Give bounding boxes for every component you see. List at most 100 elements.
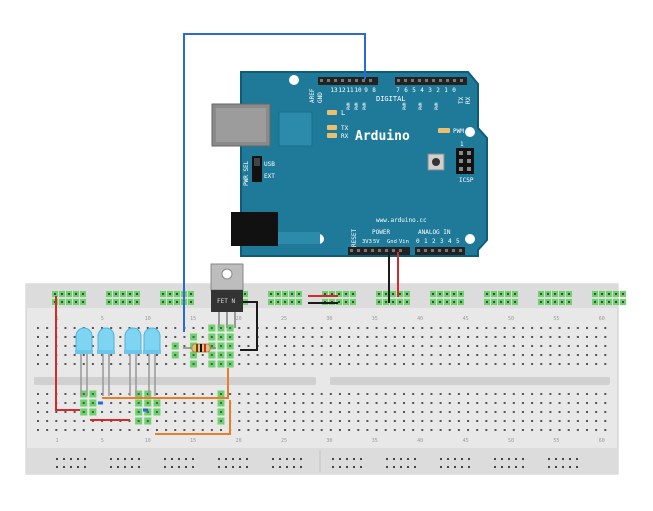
strip-hole	[448, 345, 451, 347]
icsp-pin	[459, 167, 463, 171]
strip-hole	[457, 354, 460, 356]
header-pin	[417, 249, 420, 252]
strip-hole	[375, 393, 378, 395]
rail-hole	[129, 301, 131, 303]
wire-red-left	[55, 296, 80, 411]
strip-hole	[110, 363, 113, 365]
analog-pin-label: 0	[416, 238, 420, 245]
strip-hole	[521, 393, 524, 395]
blue-led	[97, 327, 115, 396]
strip-hole	[37, 402, 39, 404]
strip-hole	[91, 393, 94, 395]
strip-hole	[329, 327, 332, 329]
strip-hole	[201, 420, 204, 422]
strip-hole	[311, 420, 314, 422]
pin-number: 10	[354, 87, 362, 94]
strip-hole	[439, 354, 442, 356]
rail-hole	[353, 466, 355, 468]
strip-hole	[82, 411, 85, 413]
strip-hole	[540, 429, 543, 431]
rail-hole	[277, 293, 279, 295]
strip-hole	[137, 402, 140, 404]
header-pin	[392, 249, 395, 252]
column-number-top: 30	[326, 316, 332, 322]
rail-hole	[392, 301, 394, 303]
mounting-hole	[465, 127, 475, 137]
strip-hole	[457, 363, 460, 365]
strip-hole	[37, 327, 39, 329]
strip-hole	[586, 429, 588, 431]
rail-hole	[486, 293, 488, 295]
strip-hole	[531, 327, 534, 329]
header-pin	[459, 249, 462, 252]
strip-hole	[238, 411, 241, 413]
strip-hole	[165, 363, 168, 365]
strip-hole	[576, 354, 579, 356]
strip-hole	[274, 402, 277, 404]
wire-orange-bottom	[155, 400, 231, 435]
rail-hole	[82, 293, 84, 295]
rail-hole	[378, 301, 380, 303]
strip-hole	[521, 429, 524, 431]
rail-hole	[225, 466, 227, 468]
strip-hole	[119, 345, 122, 347]
rail-hole	[270, 293, 272, 295]
strip-hole	[210, 393, 213, 395]
header-pin	[355, 79, 358, 82]
rail-hole	[246, 458, 248, 460]
strip-hole	[512, 363, 515, 365]
strip-hole	[46, 429, 49, 431]
strip-hole	[137, 393, 140, 395]
strip-hole	[37, 336, 39, 338]
strip-hole	[485, 354, 488, 356]
header-pin	[364, 249, 367, 252]
strip-hole	[586, 393, 588, 395]
analog-pin-label: 4	[448, 238, 452, 245]
strip-hole	[393, 420, 396, 422]
strip-hole	[485, 363, 488, 365]
rail-hole	[346, 466, 348, 468]
strip-hole	[375, 411, 378, 413]
wire-orange-top	[102, 368, 229, 399]
strip-hole	[421, 345, 424, 347]
strip-hole	[73, 402, 76, 404]
header-pin	[320, 79, 323, 82]
strip-hole	[567, 345, 570, 347]
strip-hole	[46, 345, 49, 347]
strip-hole	[366, 411, 369, 413]
rail-hole	[555, 466, 557, 468]
strip-hole	[457, 429, 460, 431]
strip-hole	[558, 402, 561, 404]
rail-hole	[554, 293, 556, 295]
strip-hole	[521, 420, 524, 422]
strip-hole	[531, 345, 534, 347]
strip-hole	[595, 402, 598, 404]
strip-hole	[503, 420, 506, 422]
strip-hole	[439, 393, 442, 395]
rail-hole	[232, 458, 234, 460]
rail-hole	[232, 466, 234, 468]
strip-hole	[430, 363, 433, 365]
strip-hole	[91, 345, 94, 347]
strip-hole	[412, 327, 415, 329]
icsp-pin	[459, 151, 463, 155]
strip-hole	[238, 402, 241, 404]
rail-hole	[63, 458, 65, 460]
strip-hole	[485, 393, 488, 395]
rail-hole	[291, 301, 293, 303]
strip-hole	[531, 402, 534, 404]
strip-hole	[366, 363, 369, 365]
strip-hole	[485, 336, 488, 338]
icsp-pin	[459, 159, 463, 163]
strip-hole	[439, 345, 442, 347]
strip-hole	[366, 429, 369, 431]
strip-hole	[558, 393, 561, 395]
strip-hole	[220, 345, 222, 347]
rail-hole	[622, 301, 624, 303]
strip-hole	[412, 420, 415, 422]
strip-hole	[320, 420, 323, 422]
rail-hole	[407, 466, 409, 468]
rail-hole	[615, 293, 617, 295]
led-tx	[327, 125, 337, 130]
